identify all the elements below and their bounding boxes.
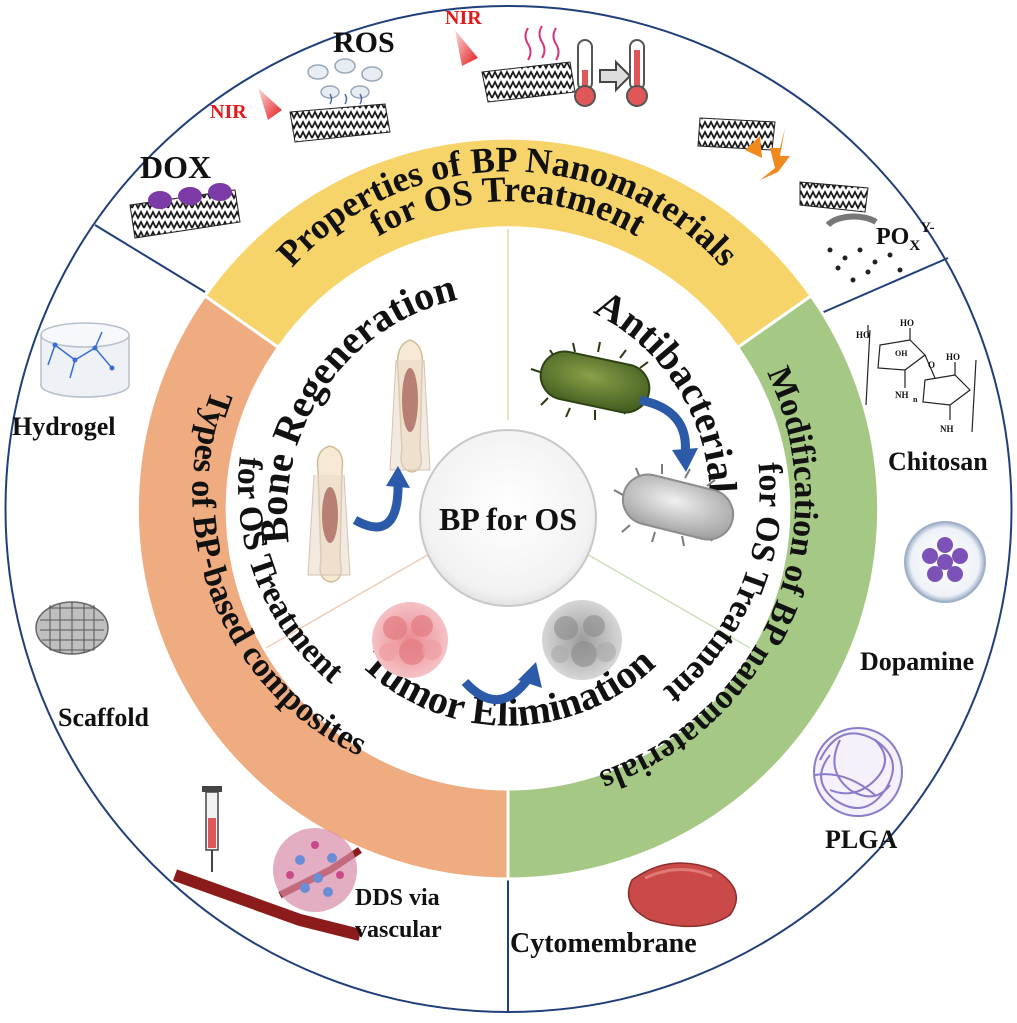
tumor-arrow <box>461 673 534 704</box>
bacterium-dead-icon <box>613 464 735 547</box>
regeneration-arrow <box>352 479 403 532</box>
label-cytomembrane: Cytomembrane <box>510 928 697 959</box>
label-plga: PLGA <box>825 825 897 854</box>
dox-bp-icon <box>129 183 241 239</box>
label-nir-b: NIR <box>445 7 482 29</box>
plga-icon <box>813 727 903 817</box>
degradation-arrow <box>825 213 878 228</box>
tumor-cell-dead-icon <box>542 600 622 680</box>
nir-beam-a <box>258 88 282 120</box>
divider-right <box>809 257 949 319</box>
ring-sector-properties <box>202 136 814 350</box>
pdt-bp-icon <box>697 117 776 151</box>
hydrogel-icon <box>40 322 130 398</box>
label-hydrogel: Hydrogel <box>12 412 116 441</box>
cytomembrane-icon <box>627 862 738 928</box>
label-chitosan: Chitosan <box>888 447 988 476</box>
divider-left <box>94 224 206 293</box>
label-dopamine: Dopamine <box>860 647 974 676</box>
syringe-icon <box>202 786 222 872</box>
lightning-icon <box>760 128 790 180</box>
svg-text:NH: NH <box>940 424 954 434</box>
phosphate-dots-icon <box>827 247 903 283</box>
tumor-arrow-head <box>518 662 542 688</box>
lightning-tip-icon <box>745 136 762 158</box>
dopamine-icon <box>904 521 986 603</box>
svg-text:HO: HO <box>946 352 960 362</box>
antibacterial-arrow-head <box>672 448 698 472</box>
label-pox: POXY- <box>876 220 935 254</box>
label-dds-line1: DDS via <box>355 885 440 911</box>
center-label: BP for OS <box>439 501 577 537</box>
blood-vessel-icon <box>172 828 362 941</box>
label-scaffold: Scaffold <box>58 703 150 732</box>
bone-icon-upper <box>389 339 431 473</box>
heat-arrow-icon <box>599 59 632 93</box>
svg-text:NH: NH <box>895 390 909 400</box>
ring-sector-modification <box>506 293 881 881</box>
chitosan-structure-icon: HO HO HO OH O NH NH n <box>856 318 977 434</box>
bacterium-live-icon <box>530 341 651 420</box>
svg-text:OH: OH <box>895 349 908 358</box>
svg-text:O: O <box>928 360 935 370</box>
ros-bp-icon <box>289 103 391 143</box>
svg-text:HO: HO <box>900 318 914 328</box>
ros-arrows-icon <box>329 93 363 105</box>
degradation-bp-icon <box>799 181 869 213</box>
bone-icon-lower <box>307 445 351 583</box>
label-ros: ROS <box>333 26 395 59</box>
tumor-cell-live-icon <box>372 602 448 678</box>
heat-waves-icon <box>524 25 560 61</box>
inner-divider-left <box>265 552 432 649</box>
label-dds-line2: vascular <box>355 917 442 943</box>
nir-beam-b <box>455 30 478 66</box>
antibacterial-arrow <box>639 395 690 456</box>
label-nir-a: NIR <box>210 101 247 123</box>
thermometer-high-icon <box>626 39 648 107</box>
ros-bubbles-icon <box>307 58 383 99</box>
ring-sector-types <box>135 293 510 881</box>
svg-text:HO: HO <box>856 330 870 340</box>
thermometer-low-icon <box>574 39 596 107</box>
label-dox: DOX <box>140 149 211 185</box>
inner-divider-right <box>584 552 751 649</box>
svg-text:n: n <box>913 395 918 404</box>
center-hub <box>419 429 597 607</box>
scaffold-icon <box>35 601 109 655</box>
regeneration-arrow-head <box>386 466 410 488</box>
